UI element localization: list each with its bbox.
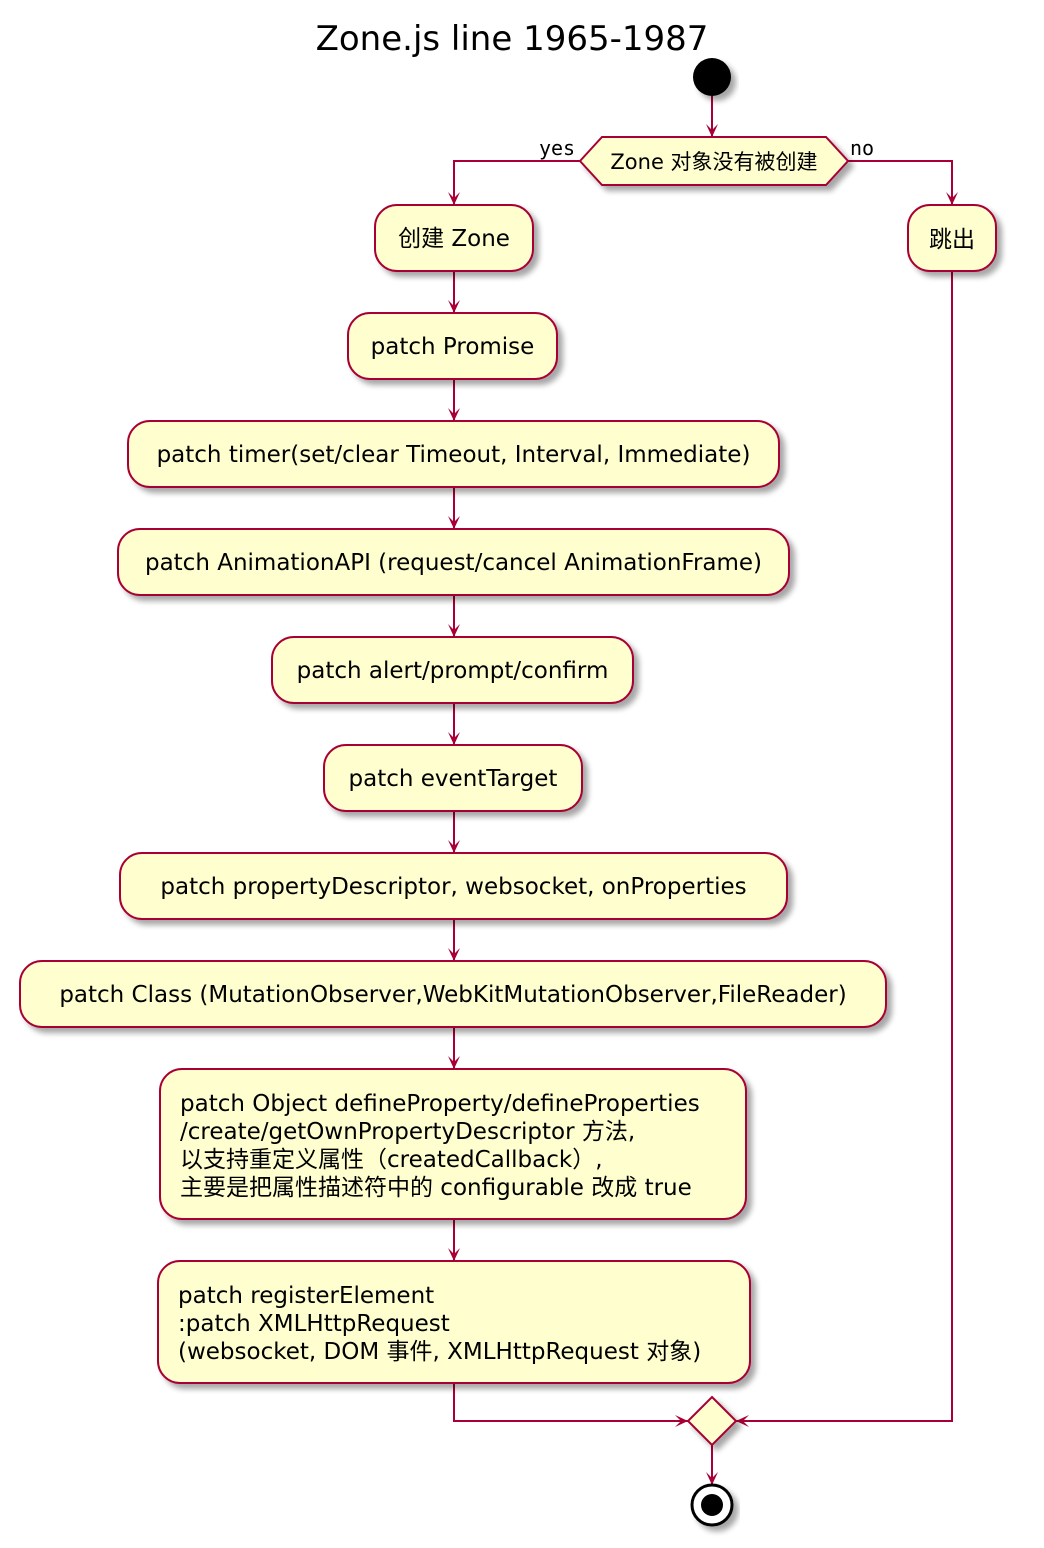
- step-text-line: 以支持重定义属性（createdCallback）,: [180, 1147, 603, 1173]
- connector-no: [848, 160, 953, 205]
- arrow-step: [448, 840, 460, 853]
- step-4: patch AnimationAPI (request/cancel Anima…: [117, 528, 790, 596]
- arrow-step: [448, 1056, 460, 1069]
- connector-merge-left: [453, 1383, 688, 1422]
- step-box: [347, 312, 558, 380]
- step-box: [157, 1260, 751, 1384]
- arrow-step: [448, 1248, 460, 1261]
- step-5: patch alert/prompt/confirm: [271, 636, 634, 704]
- step-list: 创建 Zone patch Promise patch timer(set/clea…: [19, 204, 887, 1384]
- arrow-start: [706, 124, 718, 137]
- step-box: [119, 852, 788, 920]
- connector-layer: [448, 96, 958, 1485]
- decision-diamond: [578, 136, 850, 186]
- step-text-line: (websocket, DOM 事件, XMLHttpRequest 对象): [178, 1339, 701, 1365]
- step-box: [323, 744, 583, 812]
- step-box: [19, 960, 887, 1028]
- arrow-step: [448, 948, 460, 961]
- end-node-dot: [701, 1494, 723, 1516]
- step-9: patch Object defineProperty/defineProper…: [159, 1068, 747, 1220]
- step-text-line: patch alert/prompt/confirm: [297, 658, 609, 684]
- yes-branch-label: yes: [539, 136, 575, 160]
- skip-action-label: 跳出: [929, 227, 975, 253]
- step-text-line: 创建 Zone: [398, 226, 510, 252]
- step-text-line: :patch XMLHttpRequest: [178, 1311, 450, 1337]
- skip-action-box: [907, 204, 997, 272]
- arrow-step: [448, 300, 460, 313]
- step-box: [159, 1068, 747, 1220]
- connector-yes: [453, 160, 580, 205]
- arrow-merge-left: [675, 1415, 688, 1427]
- arrow-end: [706, 1472, 718, 1485]
- step-text-line: patch propertyDescriptor, websocket, onP…: [160, 874, 746, 900]
- step-text-line: patch Object defineProperty/defineProper…: [180, 1091, 700, 1117]
- arrow-yes: [448, 192, 460, 205]
- step-text-line: /create/getOwnPropertyDescriptor 方法,: [180, 1119, 635, 1145]
- arrow-step: [448, 408, 460, 421]
- merge-diamond: [686, 1395, 738, 1447]
- step-6: patch eventTarget: [323, 744, 583, 812]
- step-text-line: patch eventTarget: [349, 766, 558, 792]
- step-box: [271, 636, 634, 704]
- decision-question: Zone 对象没有被创建: [610, 150, 817, 174]
- step-text-line: patch Promise: [371, 334, 535, 360]
- step-text-line: 主要是把属性描述符中的 configurable 改成 true: [180, 1175, 692, 1201]
- step-box: [374, 204, 534, 272]
- no-branch-label: no: [850, 136, 874, 160]
- step-text-line: patch timer(set/clear Timeout, Interval,…: [157, 442, 751, 468]
- step-1: 创建 Zone: [374, 204, 534, 272]
- step-8: patch Class (MutationObserver,WebKitMuta…: [19, 960, 887, 1028]
- arrow-merge-right: [736, 1415, 749, 1427]
- step-text-line: patch Class (MutationObserver,WebKitMuta…: [59, 982, 846, 1008]
- step-box: [117, 528, 790, 596]
- arrow-step: [448, 732, 460, 745]
- arrow-step: [448, 516, 460, 529]
- step-3: patch timer(set/clear Timeout, Interval,…: [127, 420, 780, 488]
- end-node: [690, 1483, 734, 1527]
- step-text-line: patch AnimationAPI (request/cancel Anima…: [145, 550, 762, 576]
- arrow-step: [448, 624, 460, 637]
- skip-node: 跳出: [907, 204, 997, 272]
- step-2: patch Promise: [347, 312, 558, 380]
- start-node: [693, 58, 731, 96]
- step-box: [127, 420, 780, 488]
- connector-merge-right: [736, 271, 953, 1422]
- diagram-title: Zone.js line 1965-1987: [316, 19, 709, 59]
- step-text-line: patch registerElement: [178, 1283, 434, 1309]
- step-7: patch propertyDescriptor, websocket, onP…: [119, 852, 788, 920]
- step-10: patch registerElement:patch XMLHttpReque…: [157, 1260, 751, 1384]
- arrow-no: [946, 192, 958, 205]
- decision-node: Zone 对象没有被创建 yes no: [539, 136, 874, 186]
